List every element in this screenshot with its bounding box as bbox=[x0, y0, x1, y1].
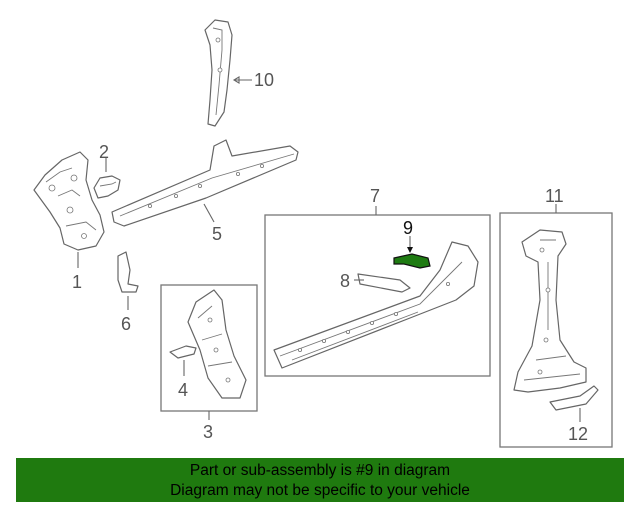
leader-5 bbox=[203, 203, 215, 223]
part-8-reinforcement[interactable] bbox=[357, 273, 411, 293]
part-11-center-pillar[interactable] bbox=[513, 229, 587, 393]
callout-10[interactable]: 10 bbox=[254, 70, 274, 90]
part-6-bracket[interactable] bbox=[117, 251, 139, 293]
callout-4[interactable]: 4 bbox=[178, 380, 188, 400]
callout-11[interactable]: 11 bbox=[545, 186, 564, 206]
part-9-highlighted[interactable] bbox=[393, 253, 431, 269]
callout-12[interactable]: 12 bbox=[568, 424, 588, 444]
callout-5[interactable]: 5 bbox=[212, 224, 222, 244]
part-10-upper-pillar[interactable] bbox=[204, 19, 233, 127]
callout-9[interactable]: 9 bbox=[403, 218, 413, 238]
banner-line-2: Diagram may not be specific to your vehi… bbox=[170, 482, 470, 499]
callout-1[interactable]: 1 bbox=[72, 272, 82, 292]
info-banner: Part or sub-assembly is #9 in diagram Di… bbox=[16, 458, 624, 502]
part-1-hinge-pillar[interactable] bbox=[33, 151, 105, 251]
callout-2[interactable]: 2 bbox=[99, 142, 109, 162]
banner-line-1: Part or sub-assembly is #9 in diagram bbox=[189, 462, 451, 479]
part-2-bracket[interactable] bbox=[93, 175, 121, 199]
box-7 bbox=[264, 214, 491, 377]
callout-3[interactable]: 3 bbox=[203, 422, 213, 442]
callout-6[interactable]: 6 bbox=[121, 314, 131, 334]
parts-diagram: 10 2 1 5 6 bbox=[33, 19, 613, 448]
part-3-center-pillar-reinf[interactable] bbox=[187, 289, 247, 399]
part-12-bracket[interactable] bbox=[549, 385, 599, 411]
callout-8[interactable]: 8 bbox=[340, 271, 350, 291]
part-7-rocker-outer[interactable] bbox=[273, 241, 479, 369]
part-4-bracket[interactable] bbox=[169, 345, 197, 359]
callout-7[interactable]: 7 bbox=[370, 186, 380, 206]
part-5-rocker-panel[interactable] bbox=[111, 139, 299, 227]
